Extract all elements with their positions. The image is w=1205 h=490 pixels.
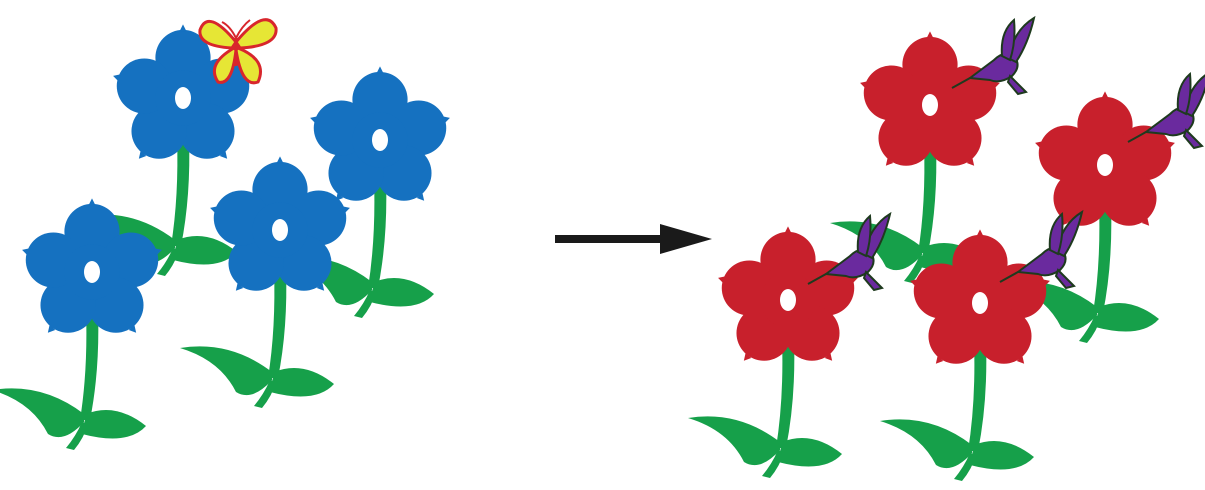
red-flower-group xyxy=(688,18,1205,481)
flower-center xyxy=(972,292,988,314)
red-flower-3 xyxy=(688,226,858,478)
arrow-right-icon xyxy=(555,224,712,254)
hummingbird-icon xyxy=(1128,72,1205,148)
flower-center xyxy=(780,289,796,311)
flower-center xyxy=(175,87,191,109)
flower-center xyxy=(84,261,100,283)
flower-center xyxy=(1097,154,1113,176)
blue-flower-group xyxy=(0,20,450,450)
flower-center xyxy=(372,129,388,151)
flower-center xyxy=(272,219,288,241)
flower-center xyxy=(922,94,938,116)
blue-flower-3 xyxy=(0,198,162,450)
